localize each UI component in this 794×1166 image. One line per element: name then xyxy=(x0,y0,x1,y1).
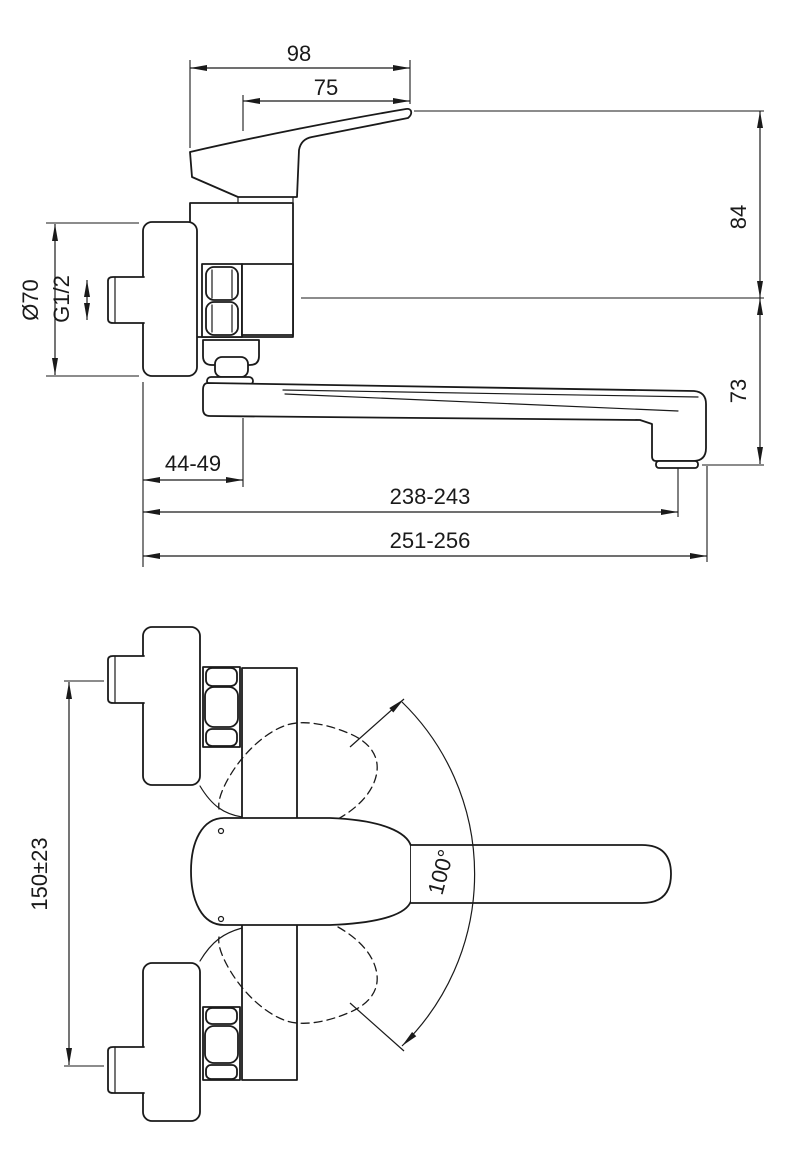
dim-251-256-label: 251-256 xyxy=(390,528,471,553)
body-fillet-lower xyxy=(199,927,243,962)
hex-nut-upper xyxy=(205,266,239,301)
dim-98-label: 98 xyxy=(287,41,311,66)
dim-150-label: 150±23 xyxy=(27,837,52,910)
hex-nut-lower xyxy=(205,301,239,336)
supply-thread-top xyxy=(107,655,145,704)
dim-75-label: 75 xyxy=(314,75,338,100)
swivel-cap xyxy=(214,356,249,378)
aerator xyxy=(655,460,699,469)
supply-thread-bottom xyxy=(107,1046,145,1094)
hex-nut-top-seg xyxy=(205,728,238,747)
swivel-arc xyxy=(401,701,476,1047)
spout-arm xyxy=(202,382,707,462)
supply-thread xyxy=(107,276,145,324)
wall-flange-top xyxy=(142,626,201,786)
faucet-side-outline xyxy=(107,108,707,469)
dim-238-243-label: 238-243 xyxy=(390,484,471,509)
inlet-spacing-dimension: 150±23 xyxy=(27,680,104,1067)
spout-arm-inner-lines xyxy=(282,389,699,412)
side-dimension-labels: 98 75 84 73 Ø70 G1/2 44-49 238-243 251-2… xyxy=(18,41,751,553)
dim-73-label: 73 xyxy=(726,379,751,403)
side-view: 98 75 84 73 Ø70 G1/2 44-49 238-243 251-2… xyxy=(18,41,764,567)
body-fillet-upper xyxy=(199,785,243,818)
side-extension-lines xyxy=(46,60,764,567)
dim-44-49-label: 44-49 xyxy=(165,451,221,476)
lever-pin-lower xyxy=(217,915,225,923)
spout-plan xyxy=(410,844,672,904)
side-dimension-lines xyxy=(52,65,763,559)
dim-84-label: 84 xyxy=(726,205,751,229)
hex-nut-bottom-seg xyxy=(205,1007,238,1025)
lever-handle xyxy=(189,108,413,198)
wall-flange xyxy=(142,221,198,377)
hex-nut-upper-facets xyxy=(211,269,233,299)
dim-g12-label: G1/2 xyxy=(49,275,74,323)
hex-nut-top-seg xyxy=(205,667,238,687)
lever-pin-upper xyxy=(217,827,225,835)
lever-neck xyxy=(237,196,294,204)
plan-view: 100° 150±23 xyxy=(27,626,672,1122)
hex-nut-top-seg xyxy=(204,686,239,728)
swivel-arc-extension-upper xyxy=(349,698,405,748)
valve-block xyxy=(241,263,294,336)
dim-dia70-label: Ø70 xyxy=(18,279,43,321)
hex-nut-bottom-seg xyxy=(205,1064,238,1080)
wall-flange-bottom xyxy=(142,962,201,1122)
lever-handle-plan xyxy=(190,817,412,926)
faucet-plan-outline xyxy=(107,626,672,1122)
swivel-arc-extension-lower xyxy=(349,1002,405,1052)
swivel-position-upper xyxy=(218,722,378,820)
swivel-position-lower xyxy=(218,926,378,1024)
hex-nut-bottom-seg xyxy=(204,1025,239,1064)
hex-nut-lower-facets xyxy=(211,304,233,333)
